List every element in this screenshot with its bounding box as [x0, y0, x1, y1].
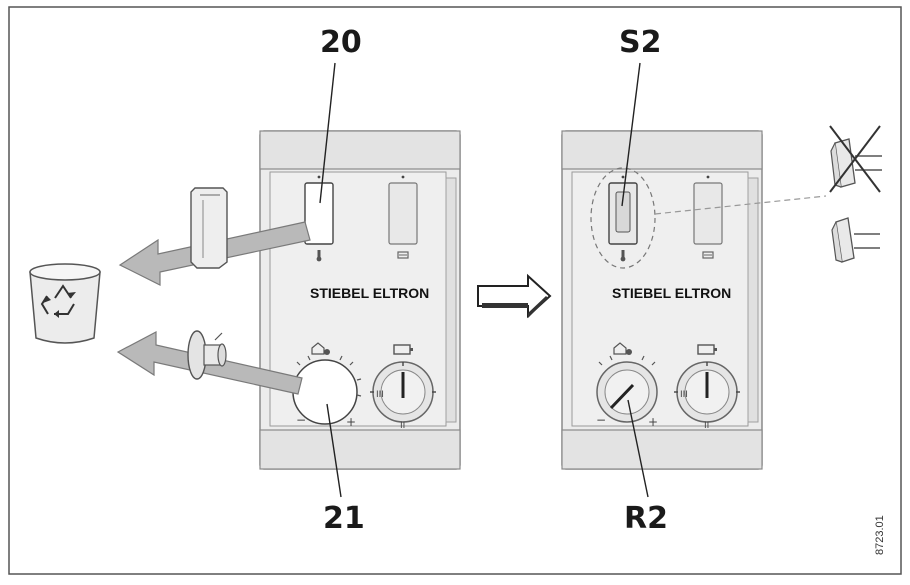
callout-20: 20: [320, 25, 362, 60]
heating-icon: [702, 251, 714, 259]
leader-line-20: [319, 62, 336, 204]
leader-line-s2: [621, 62, 641, 207]
svg-text:III: III: [376, 390, 384, 400]
heating-icon: [311, 342, 330, 355]
svg-text:III: III: [680, 390, 688, 400]
switch-right: [388, 182, 418, 245]
mode-knob-left-unit: III II: [370, 361, 436, 431]
svg-text:+: +: [648, 415, 658, 429]
leader-line-r2: [627, 399, 649, 498]
switch-icon: [831, 217, 880, 263]
clip-part-icon: [118, 187, 311, 286]
knob-part-icon: [116, 330, 303, 395]
switch-highlight-s2: [590, 167, 656, 269]
heating-icon: [613, 342, 632, 355]
leader-line-21: [326, 403, 342, 498]
brand-label-left: STIEBEL ELTRON: [310, 285, 429, 301]
thermometer-icon: [620, 250, 626, 262]
switch-slot-20: [304, 182, 334, 245]
switch-right-unit-2: [693, 182, 723, 245]
svg-text:II: II: [704, 421, 709, 431]
right-control-unit: STIEBEL ELTRON − + III II: [561, 130, 763, 470]
svg-text:−: −: [596, 413, 606, 427]
recycle-bin-icon: [29, 263, 101, 344]
svg-text:−: −: [296, 413, 306, 427]
diagram-frame: [8, 6, 902, 575]
knob-r2: − +: [596, 355, 658, 429]
switch-crossed-icon: [829, 125, 882, 193]
heating-icon: [397, 251, 409, 259]
callout-r2: R2: [624, 501, 668, 536]
document-number: 8723.01: [874, 515, 886, 555]
dashed-connector: [654, 195, 827, 215]
callout-s2: S2: [619, 25, 662, 60]
thermometer-icon: [316, 250, 322, 262]
battery-heater-icon: [697, 344, 717, 355]
mode-knob-right-unit: III II: [674, 361, 740, 431]
battery-heater-icon: [393, 344, 413, 355]
left-control-unit: STIEBEL ELTRON − + III II: [259, 130, 461, 470]
flow-arrow-icon: [477, 273, 552, 319]
svg-text:II: II: [400, 421, 405, 431]
svg-text:+: +: [346, 415, 356, 429]
brand-label-right: STIEBEL ELTRON: [612, 285, 731, 301]
callout-21: 21: [323, 501, 365, 536]
